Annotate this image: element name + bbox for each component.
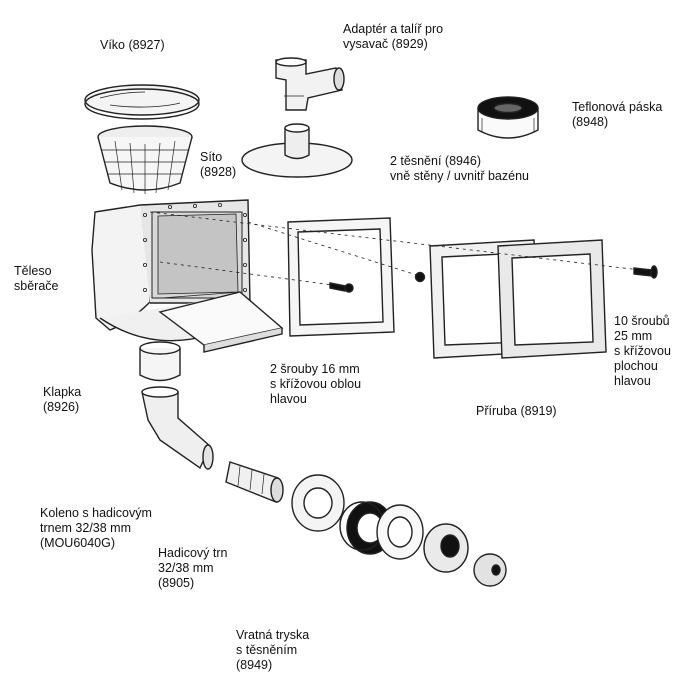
label-priruba-line: Příruba (8919) (476, 404, 557, 418)
label-teflon-line: Teflonová páska (572, 100, 663, 114)
label-tesneni: 2 těsnění (8946) vně stěny / uvnitř bazé… (390, 154, 529, 184)
label-srouby2: 2 šrouby 16 mm s křížovou oblou hlavou (270, 362, 361, 407)
label-koleno-line: Koleno s hadicovým (40, 506, 152, 520)
flat-head-screw (633, 265, 658, 279)
vacuum-plate-part (241, 123, 353, 178)
label-priruba: Příruba (8919) (476, 404, 557, 419)
label-sito: Síto (8928) (200, 150, 236, 180)
label-koleno-line: (MOU6040G) (40, 536, 116, 550)
return-jet-eyeball (473, 553, 507, 587)
label-tesneni-line: vně stěny / uvnitř bazénu (390, 169, 529, 183)
label-srouby10-line: plochou (614, 359, 658, 373)
skimmer-body-part (91, 199, 251, 382)
label-srouby10-line: s křížovou (614, 344, 671, 358)
round-head-screw-2 (414, 271, 426, 283)
label-tryska-line: (8949) (236, 658, 273, 672)
label-teleso: Těleso sběrače (14, 264, 58, 294)
label-adapter-line: vysavač (8929) (343, 37, 428, 51)
label-srouby10-line: hlavou (614, 374, 651, 388)
basket-part (97, 125, 193, 194)
screw-guide-lines (149, 211, 641, 287)
label-klapka: Klapka (8926) (43, 385, 81, 415)
hose-tail-part (225, 461, 284, 504)
return-jet-nut (423, 523, 469, 573)
return-jet-ring-1 (291, 474, 345, 532)
label-teflon-line: (8948) (572, 115, 609, 129)
label-adapter-line: Adaptér a talíř pro (343, 22, 444, 36)
teflon-tape-part (477, 96, 539, 139)
label-srouby2-line: 2 šrouby 16 mm (270, 362, 360, 376)
label-teleso-line: Těleso (14, 264, 52, 278)
label-hadicovy-line: Hadicový trn (158, 546, 228, 560)
label-viko-line: Víko (8927) (100, 38, 165, 52)
label-srouby2-line: s křížovou oblou (270, 377, 362, 391)
label-tryska: Vratná tryska s těsněním (8949) (236, 628, 309, 673)
flange-frame-back (497, 239, 607, 359)
label-teflon: Teflonová páska (8948) (572, 100, 662, 130)
label-sito-line: Síto (200, 150, 223, 164)
label-tesneni-line: 2 těsnění (8946) (390, 154, 482, 168)
label-viko: Víko (8927) (100, 38, 165, 53)
label-hadicovy-line: (8905) (158, 576, 195, 590)
label-sito-line: (8928) (200, 165, 237, 179)
return-jet-ring-3 (376, 504, 424, 560)
label-klapka-line: Klapka (43, 385, 82, 399)
vacuum-adapter-part (275, 57, 345, 111)
label-srouby10-line: 10 šroubů (614, 314, 670, 328)
label-tryska-line: Vratná tryska (236, 628, 310, 642)
label-hadicovy-line: 32/38 mm (158, 561, 214, 575)
label-teleso-line: sběrače (14, 279, 59, 293)
label-hadicovy: Hadicový trn 32/38 mm (8905) (158, 546, 227, 591)
label-srouby10: 10 šroubů 25 mm s křížovou plochou hlavo… (614, 314, 671, 389)
label-koleno-line: trnem 32/38 mm (40, 521, 132, 535)
round-head-screw (329, 282, 354, 293)
label-koleno: Koleno s hadicovým trnem 32/38 mm (MOU60… (40, 506, 152, 551)
lid-part (84, 84, 200, 120)
label-klapka-line: (8926) (43, 400, 80, 414)
elbow-part (141, 386, 214, 470)
label-srouby10-line: 25 mm (614, 329, 653, 343)
label-tryska-line: s těsněním (236, 643, 298, 657)
flap-part (158, 291, 284, 353)
label-srouby2-line: hlavou (270, 392, 307, 406)
gasket-frame-part (287, 217, 395, 337)
label-adapter: Adaptér a talíř pro vysavač (8929) (343, 22, 443, 52)
